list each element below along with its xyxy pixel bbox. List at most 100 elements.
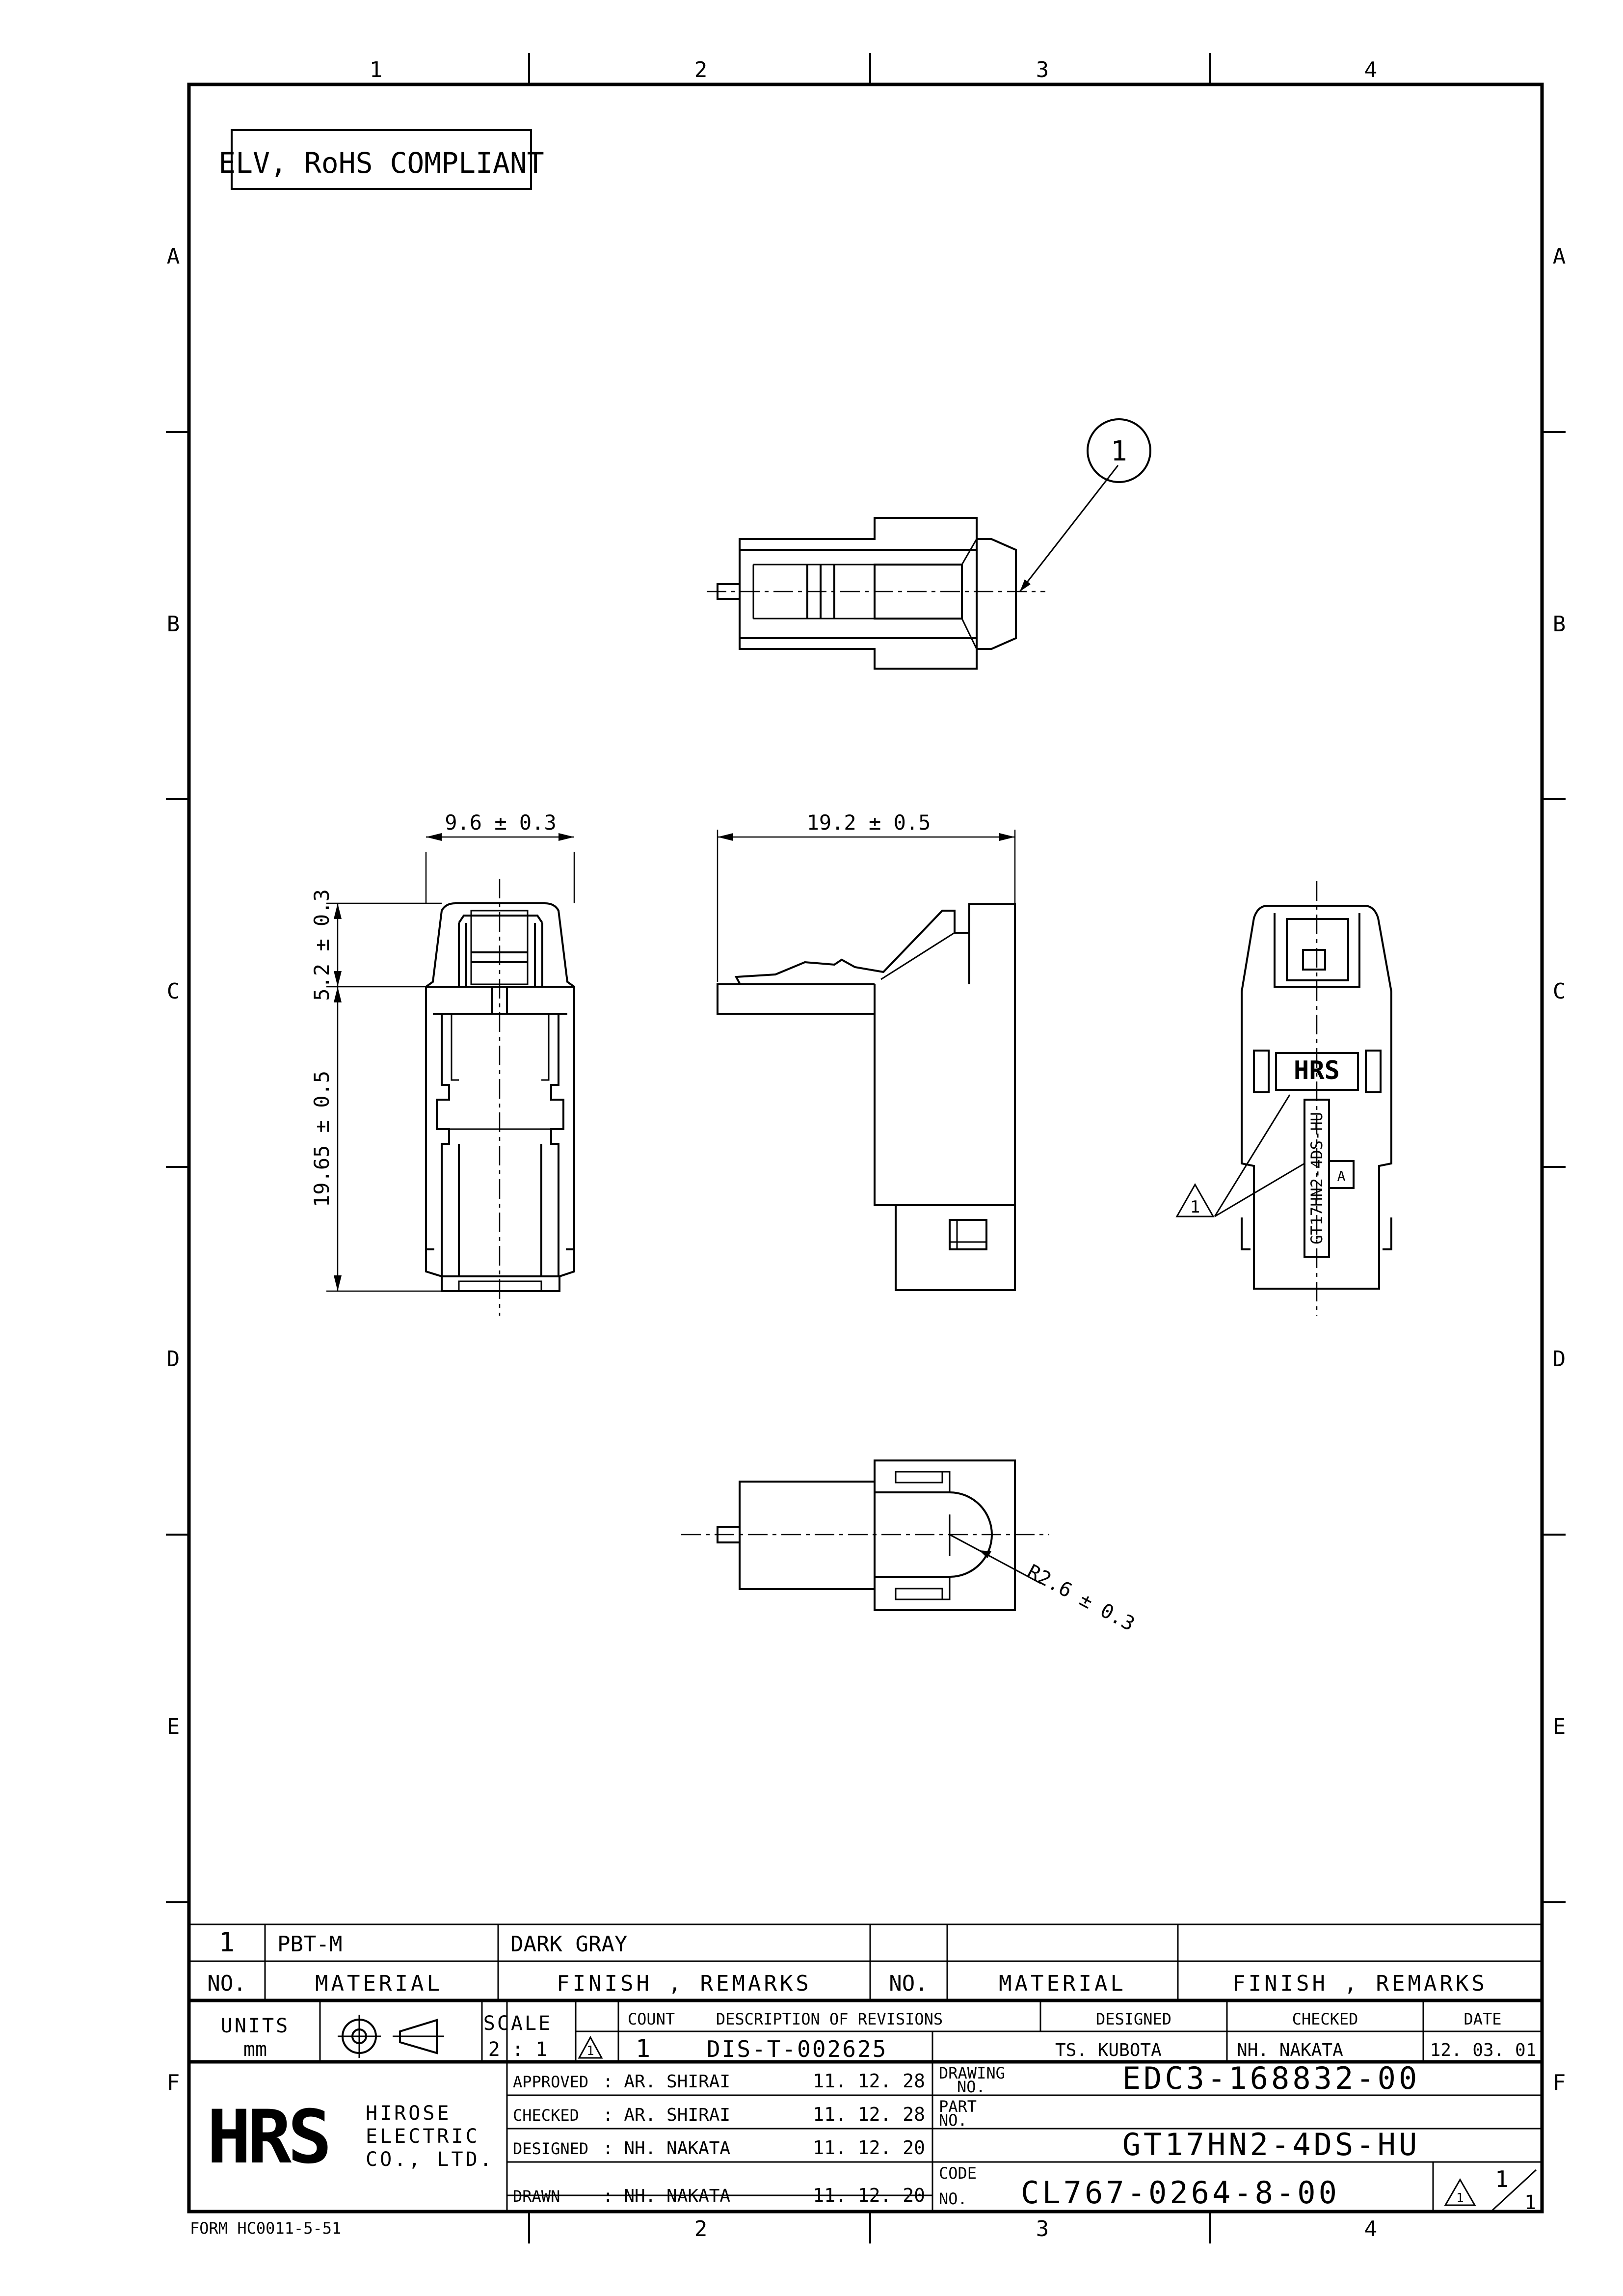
scale-label: SCALE [483,2012,552,2035]
approval-name-drawn: : NH. NAKATA [603,2186,730,2206]
zone-row-d-right: D [1553,1347,1566,1372]
approval-name-checked: : AR. SHIRAI [603,2105,730,2125]
zone-col-4-bottom: 4 [1364,2216,1378,2242]
zone-row-f-left: F [167,2070,180,2095]
rev-date: 12. 03. 01 [1430,2040,1537,2060]
sheet-rev-mark: 1 [1456,2191,1464,2206]
zone-col-4-top: 4 [1364,57,1378,82]
drawing-frame [187,82,1544,2214]
part-no-label-2: NO. [939,2111,967,2130]
front-view [717,903,1016,1291]
material-header-material: MATERIAL [315,1971,443,1996]
rear-hrs-logo: HRS [1294,1056,1340,1085]
rev-designed: TS. KUBOTA [1055,2040,1162,2060]
code-number: CL767-0264-8-00 [1021,2175,1340,2211]
zone-row-a-right: A [1553,244,1566,269]
lot-mark-text: A [1337,1168,1346,1184]
dim-length-top: 19.2 ± 0.5 [807,810,931,835]
company-name-line-1: HIROSE [366,2102,452,2125]
rev-header-count: COUNT [628,2010,675,2028]
part-marking-text: GT17HN2-4DS-HU [1307,1112,1326,1244]
approval-name-approved: : AR. SHIRAI [603,2072,730,2092]
zone-col-2-top: 2 [694,57,708,82]
zone-row-c-left: C [167,979,180,1004]
form-number: FORM HC0011-5-51 [190,2219,341,2238]
company-name-line-3: CO., LTD. [366,2148,494,2171]
scale-value: 2 : 1 [488,2038,547,2061]
part-number: GT17HN2-4DS-HU [1122,2127,1420,2162]
approval-role-approved: APPROVED [513,2073,588,2091]
approval-date-drawn: 11. 12. 20 [813,2185,925,2206]
drawing-no-label-1: DRAWING [939,2064,1005,2082]
approval-role-designed: DESIGNED [513,2139,588,2158]
rev-row-mark: 1 [586,2044,594,2058]
left-side-view [425,879,575,1316]
material-header-finish: FINISH , REMARKS [557,1971,812,1996]
approval-date-approved: 11. 12. 28 [813,2070,925,2092]
code-no-label-1: CODE [939,2164,977,2183]
front-view-dimension [717,830,1016,982]
compliance-label: ELV, RoHS COMPLIANT [218,146,544,180]
approval-role-drawn: DRAWN [513,2187,560,2206]
material-row-no: 1 [219,1927,235,1958]
rev-count: 1 [636,2034,650,2063]
bottom-view [681,1459,1049,1611]
left-view-dimensions [326,833,575,1292]
title-block-grid [189,2000,1542,2213]
compliance-box [231,129,532,190]
rev-header-date: DATE [1463,2010,1501,2028]
rev-header-description: DESCRIPTION OF REVISIONS [716,2010,943,2028]
approval-role-checked: CHECKED [513,2106,579,2125]
zone-col-1-top: 1 [370,57,383,82]
top-view [707,418,1151,670]
approval-name-designed: : NH. NAKATA [603,2138,730,2159]
rev-row-triangle [578,2035,603,2059]
revision-flag-number: 1 [1190,1197,1200,1217]
drawing-no-label-2: NO. [957,2078,985,2096]
zone-row-c-right: C [1553,979,1566,1004]
dim-latch-height: 5.2 ± 0.3 [310,889,334,1001]
zone-row-e-right: E [1553,1714,1566,1739]
part-balloon-number: 1 [1111,435,1127,467]
rev-description: DIS-T-002625 [707,2036,887,2062]
material-table [189,1923,1542,2002]
company-logo: HRS [207,2095,328,2180]
revision-flag-triangle [1175,1183,1215,1217]
sheet-number: 1 [1495,2166,1509,2192]
zone-row-e-left: E [167,1714,180,1739]
code-no-label-2: NO. [939,2189,967,2208]
approval-date-checked: 11. 12. 28 [813,2104,925,2125]
rev-header-checked: CHECKED [1292,2010,1358,2028]
units-value: mm [243,2038,267,2061]
material-header-no-2: NO. [889,1971,928,1996]
material-header-finish-2: FINISH , REMARKS [1232,1971,1488,1996]
zone-row-f-right: F [1553,2070,1566,2095]
hrs-mark-box [1275,1052,1359,1091]
units-label: UNITS [221,2015,290,2037]
material-header-material-2: MATERIAL [999,1971,1126,1996]
zone-row-b-right: B [1553,612,1566,637]
approval-date-designed: 11. 12. 20 [813,2137,925,2159]
projection-cone-icon [399,2019,438,2054]
sheet-total: 1 [1524,2191,1536,2214]
dim-body-height: 19.65 ± 0.5 [310,1071,334,1207]
lot-marking-box [1328,1160,1355,1189]
material-row-finish: DARK GRAY [510,1932,627,1957]
rev-checked: NH. NAKATA [1237,2040,1343,2060]
zone-row-d-left: D [167,1347,180,1372]
part-no-label-1: PART [939,2097,977,2116]
drawing-number: EDC3-168832-00 [1122,2060,1420,2096]
part-balloon [1087,418,1151,483]
rev-header-designed: DESIGNED [1096,2010,1171,2028]
zone-ticks [166,53,1566,2243]
zone-row-b-left: B [167,612,180,637]
dim-radius: R2.6 ± 0.3 [1023,1560,1138,1636]
material-row-material: PBT-M [277,1932,342,1957]
company-name-line-2: ELECTRIC [366,2125,480,2148]
zone-col-3-bottom: 3 [1036,2216,1049,2242]
zone-row-a-left: A [167,244,180,269]
dim-width-side: 9.6 ± 0.3 [445,810,557,835]
rear-view [1175,881,1392,1316]
zone-col-2-bottom: 2 [694,2216,708,2242]
